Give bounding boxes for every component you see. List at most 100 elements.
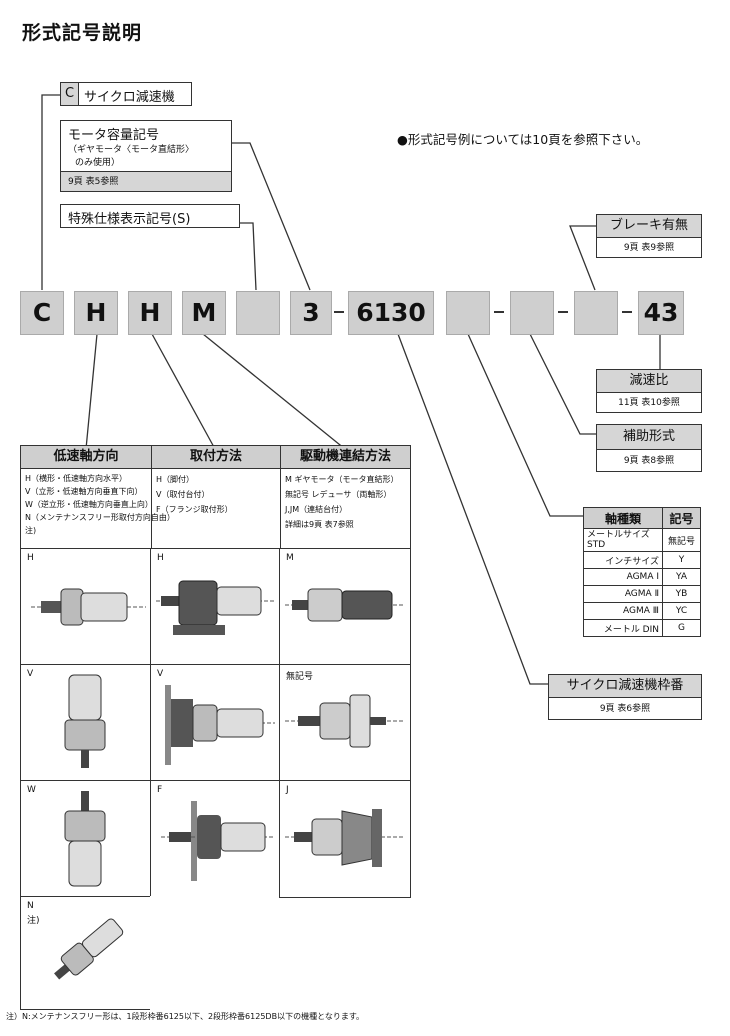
aux-ref: 9頁 表8参照 — [623, 456, 675, 466]
code-ratio: 43 — [638, 291, 684, 335]
column-title-coupling: 駆動機連結方法 — [281, 446, 410, 469]
image-cell-n: N 注) — [20, 896, 152, 1010]
code-brake-blank — [574, 291, 618, 335]
base-mount-reducer-icon — [165, 685, 275, 765]
image-cell-base: V — [150, 664, 281, 782]
code-h2: H — [128, 291, 172, 335]
list-item: 注) — [25, 526, 37, 535]
brake-box: ブレーキ有無 9頁 表9参照 — [596, 214, 702, 258]
list-item: F（フランジ取付形） — [156, 505, 233, 514]
motor-capacity-ref: 9頁 表5参照 — [61, 171, 231, 191]
cyclo-label: サイクロ減速機 — [84, 90, 175, 105]
image-cell-foot: H — [150, 548, 281, 666]
brake-ref: 9頁 表9参照 — [623, 243, 675, 253]
column-items-coupling: M ギヤモータ（モータ直結形） 無記号 レデューサ（両軸形） J,JM（連結台付… — [285, 472, 398, 532]
list-item: N（メンテナンスフリー形取付方向自由） — [25, 513, 175, 522]
code-c: C — [20, 291, 64, 335]
code-motor: 3 — [290, 291, 332, 335]
shaft-type-cell: メートル DIN — [583, 619, 663, 637]
cell-label: J — [286, 785, 289, 795]
frame-label: サイクロ減速機枠番 — [549, 675, 701, 698]
table-row: メートルサイズ STD 無記号 — [583, 528, 701, 552]
brake-label: ブレーキ有無 — [597, 215, 701, 238]
shaft-head-code: 記号 — [662, 507, 701, 529]
shaft-code-cell: YB — [662, 585, 701, 603]
motor-capacity-sub1: （ギヤモータ〈モータ直結形〉 — [68, 145, 195, 155]
code-frame: 6130 — [348, 291, 434, 335]
table-row: AGMA Ⅰ YA — [583, 568, 701, 586]
cell-label: H — [157, 553, 164, 563]
footnote: 注）N:メンテナンスフリー形は、1段形枠番6125以下、2段形枠番6125DB以… — [6, 1012, 365, 1021]
code-shaft-blank — [446, 291, 490, 335]
list-item: M ギヤモータ（モータ直結形） — [285, 475, 399, 484]
dash — [622, 311, 632, 313]
cell-label: M — [286, 553, 294, 563]
divider — [280, 468, 281, 549]
cell-label: N — [27, 901, 34, 911]
ratio-label: 減速比 — [597, 370, 701, 393]
horizontal-reducer-icon — [31, 588, 146, 626]
image-cell-reducer: 無記号 — [279, 664, 411, 782]
frame-box: サイクロ減速機枠番 9頁 表6参照 — [548, 674, 702, 720]
motor-capacity-label: モータ容量記号 — [68, 128, 160, 143]
image-cell-gearmotor: M — [279, 548, 411, 666]
motor-capacity-sub2: のみ使用） — [75, 158, 121, 168]
frame-ref: 9頁 表6参照 — [599, 704, 651, 714]
image-cell-v: V — [20, 664, 152, 782]
motor-capacity-box: モータ容量記号 （ギヤモータ〈モータ直結形〉 のみ使用） 9頁 表5参照 — [60, 120, 232, 192]
gearmotor-icon — [285, 588, 405, 622]
reference-note: ●形式記号例については10頁を参照下さい。 — [397, 132, 649, 147]
shaft-type-table: 軸種類 記号 メートルサイズ STD 無記号 インチサイズ Y AGMA Ⅰ Y… — [583, 507, 701, 637]
code-h1: H — [74, 291, 118, 335]
shaft-code-cell: G — [662, 619, 701, 637]
empty-cell — [150, 896, 281, 1010]
shaft-code-cell: Y — [662, 551, 701, 569]
cell-label: W — [27, 785, 36, 795]
vertical-reducer-icon — [64, 674, 106, 768]
special-spec-box: 特殊仕様表示記号(S) — [60, 204, 240, 228]
flange-mount-reducer-icon — [161, 801, 275, 881]
code-special-blank — [236, 291, 280, 335]
column-title-mounting: 取付方法 — [152, 446, 281, 469]
ratio-box: 減速比 11頁 表10参照 — [596, 369, 702, 413]
foot-mount-reducer-icon — [156, 580, 275, 635]
cyclo-box: C サイクロ減速機 — [60, 82, 192, 106]
cell-label: F — [157, 785, 163, 795]
shaft-type-cell: AGMA Ⅲ — [583, 602, 663, 620]
image-cell-flange: F — [150, 780, 281, 898]
code-aux-blank — [510, 291, 554, 335]
list-item: V（取付台付） — [156, 490, 210, 499]
dash — [558, 311, 568, 313]
list-item: H（脚付） — [156, 475, 195, 484]
table-row: AGMA Ⅲ YC — [583, 602, 701, 620]
shaft-code-cell: YA — [662, 568, 701, 586]
image-cell-coupling-base: J — [279, 780, 411, 898]
column-title-shaft-direction: 低速軸方向 — [21, 446, 152, 469]
cell-label: V — [27, 669, 34, 679]
dash — [494, 311, 504, 313]
options-table-header: 低速軸方向 取付方法 駆動機連結方法 H（横形・低速軸方向水平） V（立形・低速… — [20, 445, 411, 550]
code-m: M — [182, 291, 226, 335]
list-item: W（逆立形・低速軸方向垂直上向） — [25, 500, 153, 509]
list-item: 無記号 レデューサ（両軸形） — [285, 490, 392, 499]
list-item: V（立形・低速軸方向垂直下向） — [25, 487, 143, 496]
divider — [151, 468, 152, 549]
table-row: AGMA Ⅱ YB — [583, 585, 701, 603]
table-row: インチサイズ Y — [583, 551, 701, 569]
column-items-shaft: H（横形・低速軸方向水平） V（立形・低速軸方向垂直下向） W（逆立形・低速軸方… — [25, 472, 175, 537]
shaft-type-cell: AGMA Ⅱ — [583, 585, 663, 603]
shaft-code-cell: 無記号 — [662, 528, 701, 552]
shaft-type-cell: AGMA Ⅰ — [583, 568, 663, 586]
column-items-mounting: H（脚付） V（取付台付） F（フランジ取付形） — [156, 472, 233, 517]
list-item: 詳細は9頁 表7参照 — [285, 520, 354, 529]
ratio-ref: 11頁 表10参照 — [618, 398, 680, 408]
aux-box: 補助形式 9頁 表8参照 — [596, 424, 702, 472]
dash — [334, 311, 344, 313]
cell-label: H — [27, 553, 34, 563]
cell-label: 無記号 — [286, 672, 314, 682]
cell-label: V — [157, 669, 164, 679]
table-row: メートル DIN G — [583, 619, 701, 637]
double-shaft-reducer-icon — [285, 694, 405, 748]
list-item: H（横形・低速軸方向水平） — [25, 474, 128, 483]
shaft-head-type: 軸種類 — [583, 507, 663, 529]
